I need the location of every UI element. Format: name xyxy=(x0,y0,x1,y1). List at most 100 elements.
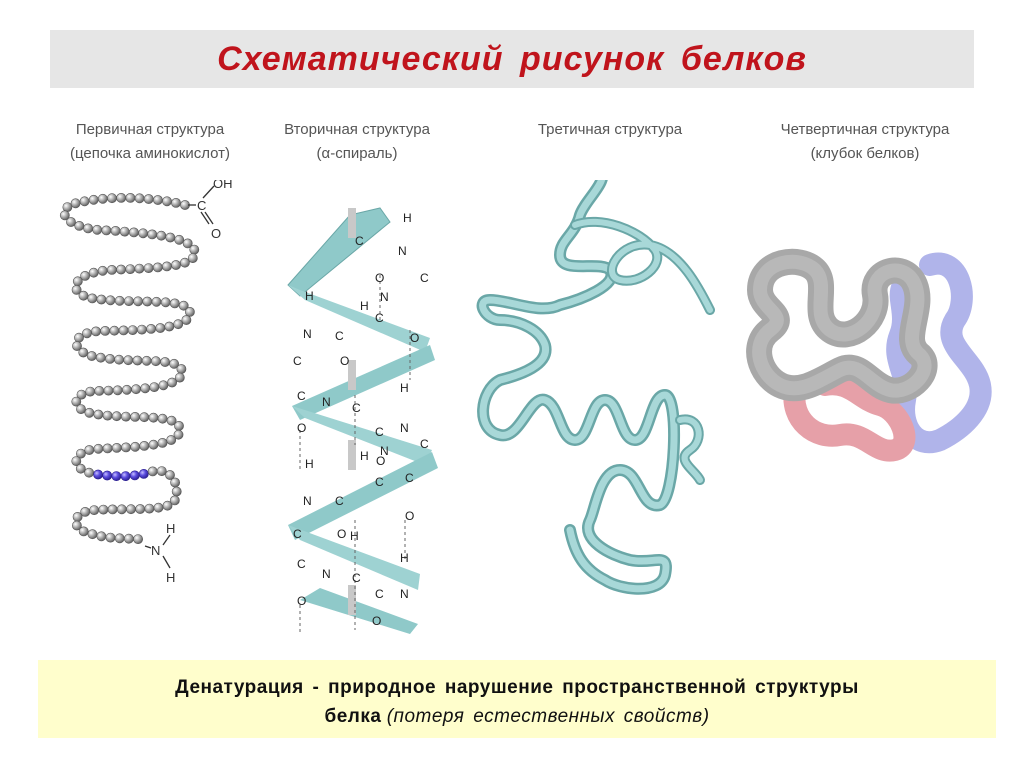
quaternary-structure-diagram xyxy=(746,248,992,462)
amino-acid-bead xyxy=(169,358,179,369)
helix-atom-h: H xyxy=(403,211,412,225)
amino-acid-bead xyxy=(165,470,175,480)
amino-acid-bead xyxy=(156,466,167,476)
amino-acid-bead xyxy=(78,526,89,537)
amino-acid-bead xyxy=(174,372,185,383)
amino-acid-bead xyxy=(85,386,96,397)
helix-atom-n: N xyxy=(398,244,407,258)
amino-acid-bead xyxy=(82,328,92,339)
helix-atom-o: O xyxy=(375,271,384,285)
primary-structure-title: Первичная структура xyxy=(75,121,225,138)
helix-atom-o: O xyxy=(297,421,306,435)
helix-atom-c: C xyxy=(352,571,361,585)
helix-atom-n: N xyxy=(322,567,331,581)
amino-acid-bead xyxy=(72,341,82,351)
tertiary-ribbon xyxy=(476,180,715,595)
helix-atom-c: C xyxy=(335,494,344,508)
tertiary-structure-title: Третичная структура xyxy=(537,121,683,138)
pink-subunit xyxy=(783,373,916,462)
amino-acid-bead xyxy=(88,267,99,278)
amino-acid-bead xyxy=(76,404,86,414)
helix-atom-o: O xyxy=(340,354,349,368)
amino-acid-bead xyxy=(78,290,89,301)
denaturation-subject: белка xyxy=(324,706,382,727)
amino-acid-bead xyxy=(174,234,185,245)
helix-atom-h: H xyxy=(360,449,369,463)
helix-atom-o: O xyxy=(297,594,306,608)
denaturation-note: Денатурация - природное нарушение простр… xyxy=(38,660,996,738)
helix-atom-n: N xyxy=(303,494,312,508)
helix-atom-h: H xyxy=(350,529,359,543)
hydrogen-bonds xyxy=(299,275,411,635)
amino-acid-bead xyxy=(166,435,177,445)
helix-atom-c: C xyxy=(375,311,384,325)
helix-atom-n: N xyxy=(322,395,331,409)
helix-atom-c: C xyxy=(420,271,429,285)
amino-acid-bead xyxy=(71,396,82,407)
primary-structure-label: Первичная структура (цепочка аминокислот… xyxy=(40,118,260,166)
amino-acid-bead xyxy=(80,506,91,517)
amino-bonds xyxy=(144,534,171,569)
amino-acid-bead xyxy=(71,456,82,466)
quaternary-structure-label: Четвертичная структура (клубок белков) xyxy=(750,118,980,166)
helix-atom-h: H xyxy=(400,381,409,395)
helix-atom-c: C xyxy=(375,587,384,601)
amino-acid-bead xyxy=(173,429,184,440)
helix-atom-c: C xyxy=(405,471,414,485)
primary-structure-subtitle: (цепочка аминокислот) xyxy=(69,145,230,162)
amino-acid-beads xyxy=(59,192,200,544)
amino-hydrogen-top: H xyxy=(166,521,175,536)
denaturation-definition: Денатурация - природное нарушение простр… xyxy=(175,677,859,698)
carboxyl-oxygen: O xyxy=(211,226,221,241)
amino-acid-bead xyxy=(59,210,70,221)
amino-acid-bead xyxy=(80,270,90,281)
tertiary-structure-label: Третичная структура xyxy=(505,118,715,142)
helix-atom-h: H xyxy=(305,457,314,471)
carboxyl-bonds xyxy=(188,185,215,225)
amino-acid-bead xyxy=(133,534,143,544)
amino-acid-bead xyxy=(78,347,89,358)
amino-acid-bead xyxy=(66,217,76,227)
amino-hydrogen-bottom: H xyxy=(166,570,175,585)
amino-acid-bead xyxy=(182,238,193,249)
primary-structure-diagram: C OH O N H H xyxy=(59,180,233,585)
amino-acid-bead xyxy=(166,415,177,426)
helix-atom-n: N xyxy=(400,587,409,601)
helix-atom-c: C xyxy=(293,527,302,541)
amino-acid-bead xyxy=(169,495,180,506)
helix-atom-h: H xyxy=(305,289,314,303)
helix-atom-c: C xyxy=(335,329,344,343)
helix-atom-c: C xyxy=(352,401,361,415)
amino-nitrogen: N xyxy=(151,543,160,558)
helix-atom-n: N xyxy=(380,290,389,304)
helix-atom-c: C xyxy=(293,354,302,368)
page-title: Схематический рисунок белков xyxy=(217,39,807,78)
highlighted-amino-acid-bead xyxy=(138,468,149,479)
amino-acid-bead xyxy=(178,300,189,311)
secondary-structure-label: Вторичная структура (α-спираль) xyxy=(252,118,462,166)
helix-ribbon xyxy=(287,207,438,634)
helix-atom-o: O xyxy=(372,614,381,628)
helix-atom-o: O xyxy=(405,509,414,523)
amino-acid-bead xyxy=(187,253,198,263)
title-bar: Схематический рисунок белков xyxy=(50,30,974,88)
helix-atom-o: O xyxy=(337,527,346,541)
helix-atom-o: O xyxy=(410,331,419,345)
carboxyl-oh: OH xyxy=(213,180,233,191)
secondary-structure-title: Вторичная структура xyxy=(284,121,430,138)
carboxyl-carbon: C xyxy=(197,198,206,213)
helix-atom-c: C xyxy=(355,234,364,248)
helix-atom-c: C xyxy=(375,425,384,439)
amino-acid-bead xyxy=(72,520,82,531)
helix-atom-h: H xyxy=(360,299,369,313)
amino-acid-bead xyxy=(184,306,195,317)
tertiary-structure-diagram xyxy=(476,180,715,595)
helix-atom-n: N xyxy=(303,327,312,341)
amino-acid-bead xyxy=(181,315,192,325)
amino-acid-bead xyxy=(76,448,86,459)
amino-acid-bead xyxy=(84,445,95,455)
helix-atom-n: N xyxy=(400,421,409,435)
secondary-structure-subtitle: (α-спираль) xyxy=(316,145,398,162)
amino-acid-bead xyxy=(70,198,81,209)
helix-atom-h: H xyxy=(400,551,409,565)
